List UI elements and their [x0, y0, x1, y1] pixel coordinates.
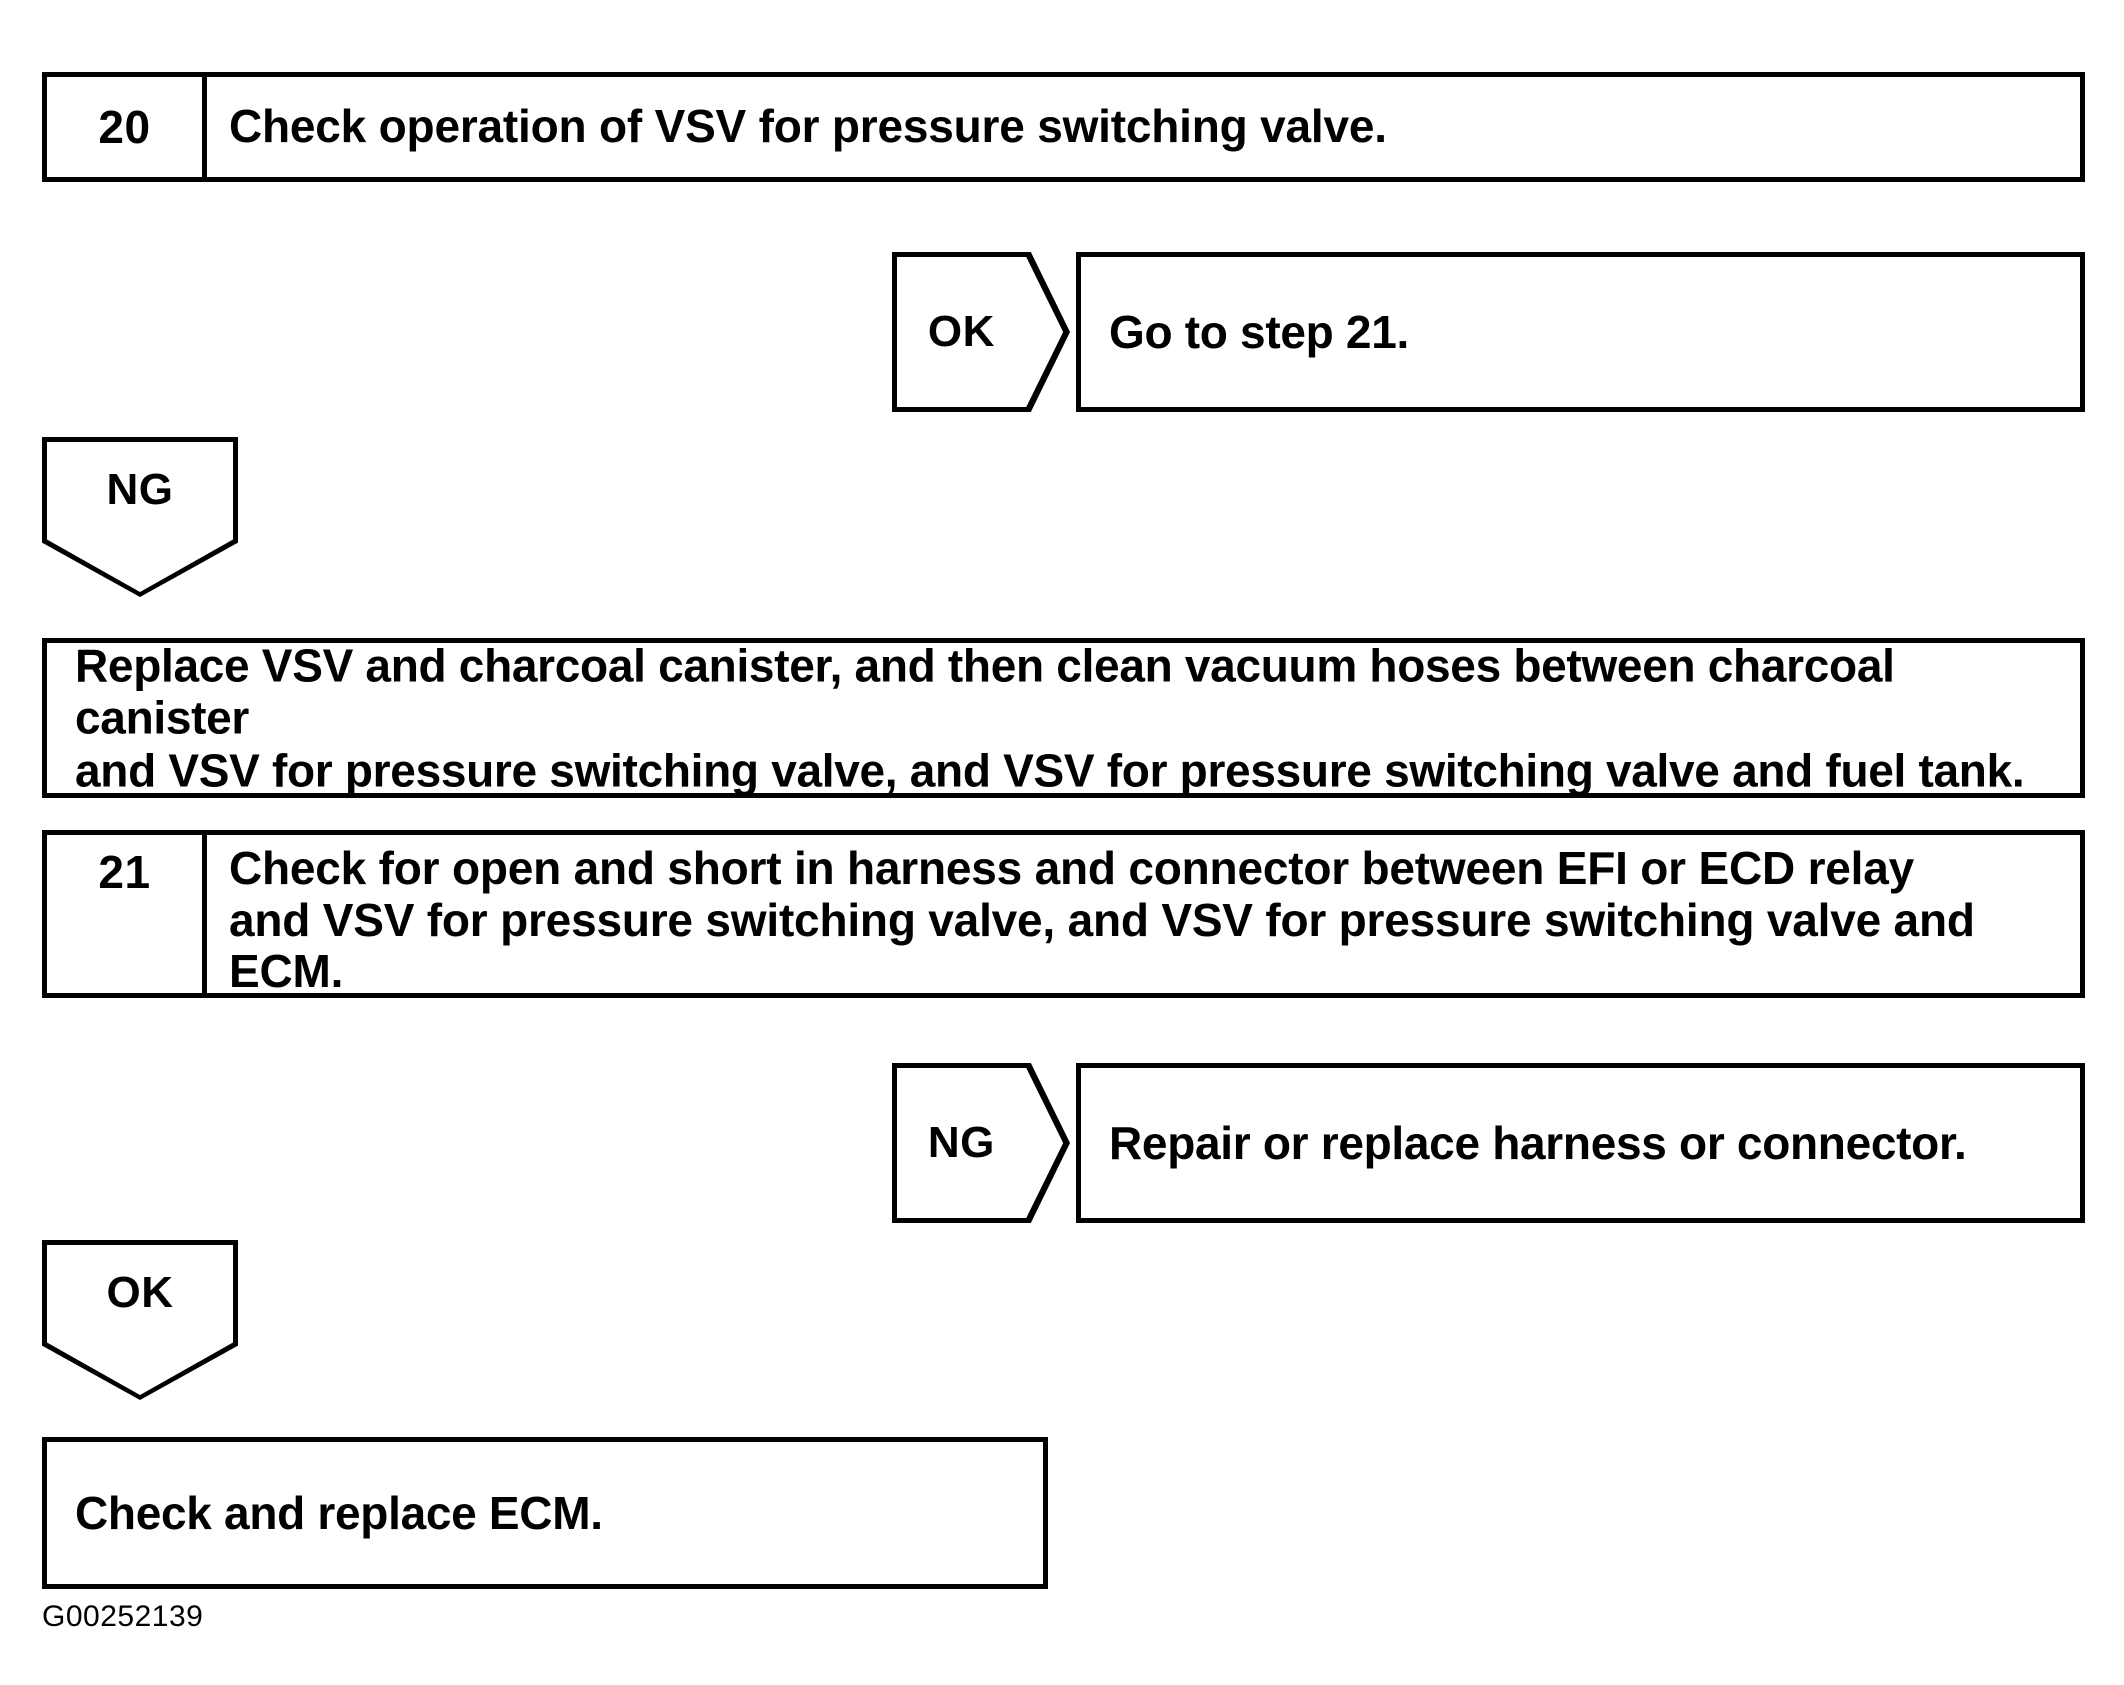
- step-20-number: 20: [47, 77, 207, 177]
- step-20-ok-result-box[interactable]: Go to step 21.: [1076, 252, 2085, 412]
- step-21-body: Check for open and short in harness and …: [207, 835, 2080, 996]
- step-21-ng-result-text: Repair or replace harness or connector.: [1109, 1116, 1967, 1169]
- final-action-text: Check and replace ECM.: [75, 1486, 603, 1539]
- step-21-ok-pentagon[interactable]: OK: [42, 1240, 238, 1400]
- step-20-ok-result-text: Go to step 21.: [1109, 305, 1409, 358]
- step-21-number: 21: [47, 835, 207, 993]
- chevron-fill: [897, 1068, 1064, 1218]
- step-21-ok-label: OK: [106, 1267, 174, 1317]
- step-20-body: Check operation of VSV for pressure swit…: [207, 77, 2080, 177]
- step-20-ng-pentagon[interactable]: NG: [42, 437, 238, 597]
- step-20-ng-label: NG: [106, 464, 174, 514]
- step-20-text: Check operation of VSV for pressure swit…: [229, 100, 1387, 153]
- step-21-line-1: Check for open and short in harness and …: [229, 842, 1914, 894]
- step-20-ok-label: OK: [927, 307, 995, 356]
- step-21-ng-label: NG: [927, 1118, 995, 1167]
- final-action-box[interactable]: Check and replace ECM.: [42, 1437, 1048, 1589]
- ng-action-line-1: Replace VSV and charcoal canister, and t…: [75, 639, 1895, 744]
- chevron-fill: [897, 257, 1064, 407]
- ng-action-box[interactable]: Replace VSV and charcoal canister, and t…: [42, 638, 2085, 798]
- ng-action-text: Replace VSV and charcoal canister, and t…: [75, 639, 2052, 796]
- step-20-ok-chevron[interactable]: OK: [892, 252, 1070, 412]
- step-20-box[interactable]: 20 Check operation of VSV for pressure s…: [42, 72, 2085, 182]
- figure-id-label: G00252139: [42, 1600, 204, 1633]
- step-21-line-3: ECM.: [229, 945, 344, 998]
- ng-action-line-2: and VSV for pressure switching valve, an…: [75, 744, 2025, 797]
- step-21-line-2: and VSV for pressure switching valve, an…: [229, 893, 1975, 946]
- step-21-text: Check for open and short in harness and …: [229, 842, 1975, 998]
- step-21-box[interactable]: 21 Check for open and short in harness a…: [42, 830, 2085, 998]
- step-21-ng-chevron[interactable]: NG: [892, 1063, 1070, 1223]
- step-21-ng-result-box[interactable]: Repair or replace harness or connector.: [1076, 1063, 2085, 1223]
